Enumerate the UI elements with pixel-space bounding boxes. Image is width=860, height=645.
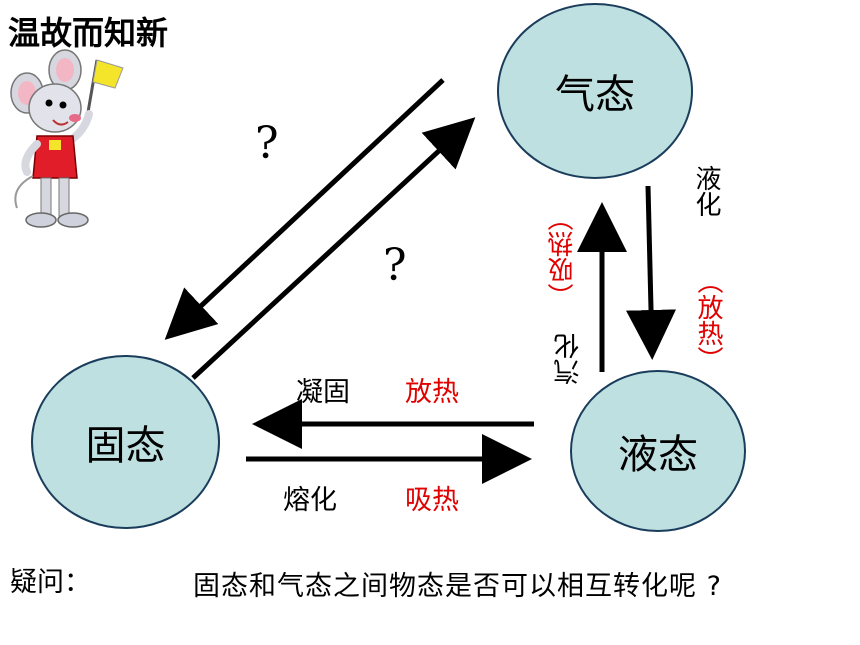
arrow-solid-to-gas	[191, 117, 476, 380]
page-title: 温故而知新	[8, 14, 169, 52]
state-liquid: 液态	[570, 370, 746, 532]
label-solidify-heat: 放热	[405, 377, 459, 408]
question-label: 疑问：	[10, 567, 91, 598]
label-vaporize-heat: （吸热）	[548, 205, 578, 309]
label-liquefy-heat: （放热）	[693, 268, 723, 372]
state-gas: 气态	[497, 3, 693, 179]
arrow-gas-to-solid	[164, 78, 445, 340]
label-vaporize: 汽化	[554, 333, 584, 385]
label-melt: 熔化	[283, 485, 337, 516]
state-liquid-label: 液态	[618, 432, 698, 478]
state-solid: 固态	[31, 355, 220, 529]
unknown-deposition-mark: ?	[383, 240, 407, 291]
state-gas-label: 气态	[555, 72, 635, 118]
mouse-with-flag-icon	[10, 49, 124, 228]
state-solid-label: 固态	[85, 423, 166, 469]
label-melt-heat: 吸热	[405, 485, 459, 516]
arrow-gas-to-liquid	[626, 185, 677, 360]
question-text: 固态和气态之间物态是否可以相互转化呢 ?	[193, 571, 722, 602]
label-solidify: 凝固	[296, 377, 350, 408]
unknown-sublimation-mark: ?	[255, 118, 279, 169]
label-liquefy: 液化	[691, 165, 721, 217]
